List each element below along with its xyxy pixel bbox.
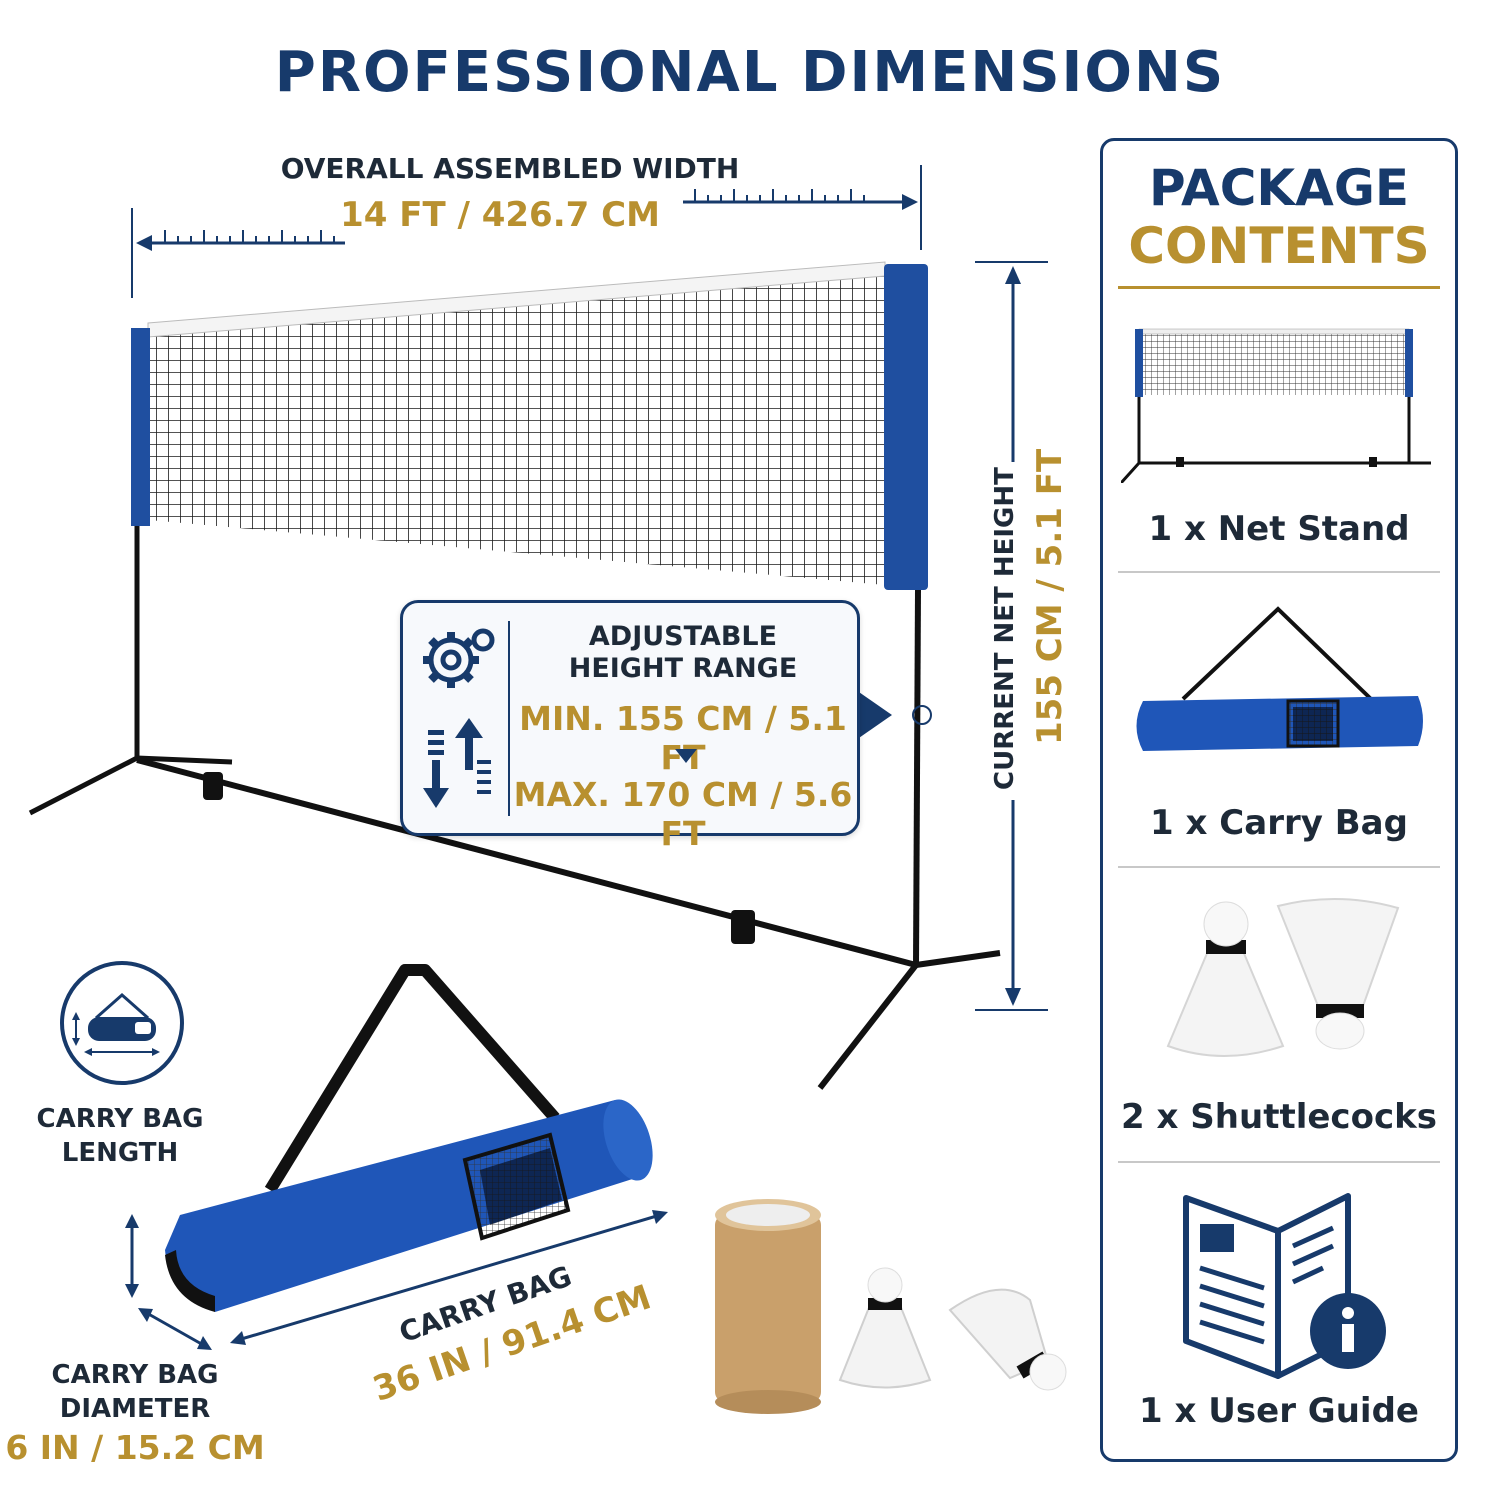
range-title-line2: HEIGHT RANGE — [568, 653, 798, 684]
bottom-crossbar — [136, 757, 917, 968]
right-pole — [913, 589, 921, 966]
range-divider — [508, 621, 510, 816]
height-target-marker — [912, 705, 932, 725]
height-arrow-bottom-head — [1005, 988, 1021, 1006]
range-title-line1: ADJUSTABLE — [588, 621, 778, 652]
package-title-rule — [1118, 286, 1440, 289]
carry-bag-image — [165, 964, 653, 1312]
carry-bag-length-icon — [60, 961, 184, 1085]
range-max-value: MAX. 170 CM / 5.6 FT — [513, 775, 853, 853]
right-base-leg-2 — [915, 950, 1001, 968]
package-item-shuttlecocks: 2 x Shuttlecocks — [1121, 1097, 1437, 1137]
package-item-user-guide: 1 x User Guide — [1139, 1391, 1419, 1431]
height-range-callout: ADJUSTABLE HEIGHT RANGE MIN. 155 CM / 5.… — [400, 600, 860, 853]
package-contents-panel: PACKAGE CONTENTS 1 x Net Stand 1 x Carry… — [1100, 138, 1458, 1462]
range-min-value: MIN. 155 CM / 5.1 FT — [519, 699, 847, 777]
carry-bag-diameter-value: 6 IN / 15.2 CM — [5, 1428, 265, 1467]
package-divider — [1118, 1161, 1440, 1163]
gear-icon — [423, 628, 495, 808]
net-right-sleeve — [884, 264, 928, 590]
width-arrow-right-head — [902, 194, 918, 210]
range-down-arrow-icon — [675, 749, 697, 763]
shuttlecock-small-2 — [948, 1288, 1067, 1391]
shuttle-tube-image — [715, 1199, 821, 1414]
package-title-line1: PACKAGE — [1148, 159, 1410, 217]
range-pointer — [856, 690, 892, 740]
user-guide-icon — [1183, 1193, 1386, 1379]
package-item-carry-bag: 1 x Carry Bag — [1150, 803, 1408, 843]
left-base-leg-1 — [28, 755, 139, 816]
carry-bag-diameter-label: CARRY BAG DIAMETER — [30, 1358, 240, 1426]
width-arrow-left-head — [136, 235, 152, 251]
shuttlecock-small-1 — [838, 1267, 932, 1389]
height-value: 155 CM / 5.1 FT — [1030, 448, 1070, 745]
crossbar-clip-right — [731, 910, 755, 944]
page-title: PROFESSIONAL DIMENSIONS — [274, 40, 1226, 105]
package-item-net-stand: 1 x Net Stand — [1148, 509, 1410, 549]
width-ruler-ticks-left — [164, 230, 335, 243]
package-divider — [1118, 571, 1440, 573]
shuttlecocks-image — [1166, 898, 1400, 1057]
crossbar-clip-left — [203, 772, 223, 800]
package-divider — [1118, 866, 1440, 868]
width-value: 14 FT / 426.7 CM — [340, 195, 660, 235]
height-label: CURRENT NET HEIGHT — [990, 467, 1020, 790]
net-left-sleeve — [131, 328, 150, 526]
carry-bag-diameter-label-line1: CARRY BAG — [51, 1360, 219, 1390]
width-label: OVERALL ASSEMBLED WIDTH — [280, 152, 740, 185]
left-base-leg-2 — [136, 755, 233, 765]
package-title-line2: CONTENTS — [1128, 217, 1430, 275]
carry-bag-length-label-line2: LENGTH — [61, 1138, 179, 1168]
height-arrow-top-head — [1005, 266, 1021, 284]
carry-bag-image — [1136, 606, 1423, 751]
bag-diameter-diag-arrow — [144, 1310, 206, 1348]
width-ruler-ticks-right — [694, 189, 865, 202]
carry-bag-length-icon-label: CARRY BAG LENGTH — [20, 1102, 220, 1170]
net-stand-image — [1121, 328, 1431, 483]
carry-bag-diameter-label-line2: DIAMETER — [59, 1394, 211, 1424]
up-down-arrows-icon — [423, 718, 491, 808]
net-mesh — [148, 270, 885, 585]
bag-length-arrow — [237, 1213, 661, 1342]
carry-bag-length-label-line1: CARRY BAG — [36, 1104, 204, 1134]
right-base-leg-1 — [817, 963, 919, 1090]
